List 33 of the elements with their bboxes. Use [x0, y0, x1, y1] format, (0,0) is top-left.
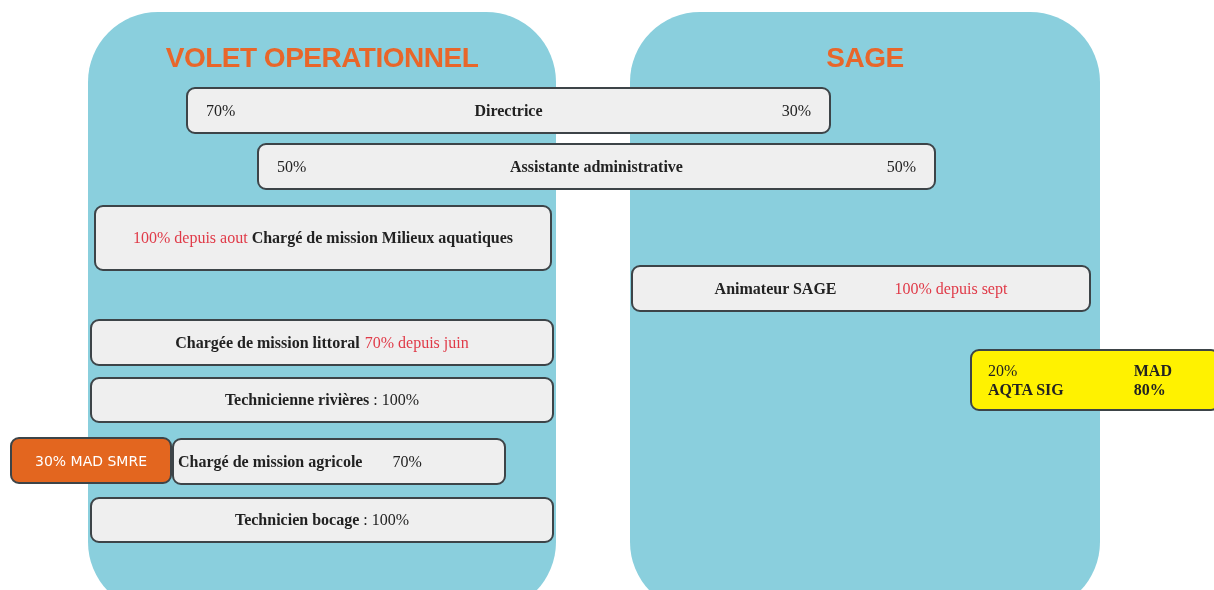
note-box [10, 437, 172, 484]
label-text: 70% [206, 101, 236, 120]
label-text: Directrice [474, 101, 543, 120]
label-text: Technicien bocage : 100% [234, 511, 410, 529]
role-box [172, 438, 506, 485]
column-heading: SAGE [825, 42, 905, 74]
note-text: 100% depuis sept [894, 279, 1008, 298]
label-text: Chargé de mission agricole [178, 452, 363, 471]
label-text: MAD [1133, 360, 1172, 380]
label-text: 30% [781, 101, 811, 120]
role-box [90, 377, 554, 423]
role-box [94, 205, 552, 271]
note-text: 100% depuis aout [133, 229, 248, 247]
label-text: Chargé de mission Milieux aquatiques [251, 229, 513, 247]
label-text: Technicienne rivières : 100% [224, 391, 420, 409]
label-text: Animateur SAGE [714, 279, 837, 298]
column-heading: VOLET OPERATIONNEL [164, 42, 480, 74]
role-box [631, 265, 1091, 312]
role-box [90, 319, 554, 366]
label-text: 80% [1133, 380, 1166, 400]
label-text: 50% [886, 157, 916, 176]
label-text: 50% [277, 157, 307, 176]
label-text: 30% MAD SMRE [35, 452, 147, 469]
role-box [257, 143, 936, 190]
label-text: 20% [988, 360, 1018, 380]
role-box [186, 87, 831, 134]
label-text: AQTA SIG [988, 380, 1064, 400]
note-text: 70% depuis juin [364, 333, 469, 352]
note-box [970, 349, 1214, 411]
role-box [90, 497, 554, 543]
label-text: Chargée de mission littoral [175, 333, 360, 352]
label-text: Assistante administrative [510, 157, 683, 176]
label-text: 70% [392, 452, 422, 471]
